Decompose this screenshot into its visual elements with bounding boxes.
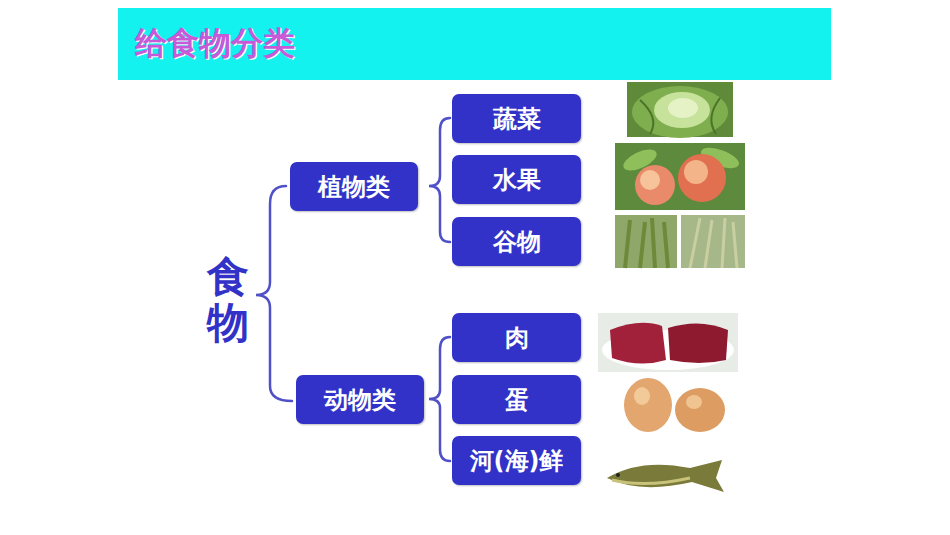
category-box: 动物类 bbox=[296, 375, 424, 424]
cabbage-photo bbox=[627, 82, 733, 138]
box-label: 蔬菜 bbox=[493, 103, 541, 135]
grain-photo bbox=[615, 215, 745, 268]
box-label: 水果 bbox=[493, 164, 541, 196]
subcategory-box: 水果 bbox=[452, 155, 581, 204]
egg-photo bbox=[624, 378, 725, 432]
title-band: 给食物分类 bbox=[118, 8, 831, 80]
category-box: 植物类 bbox=[290, 162, 418, 211]
subcategory-box: 河(海)鲜 bbox=[452, 436, 581, 485]
box-label: 动物类 bbox=[324, 384, 396, 416]
subcategory-box: 蛋 bbox=[452, 375, 581, 424]
box-label: 河(海)鲜 bbox=[470, 445, 564, 477]
subcategory-box: 蔬菜 bbox=[452, 94, 581, 143]
slide-title: 给食物分类 bbox=[135, 22, 295, 66]
subcategory-box: 肉 bbox=[452, 313, 581, 362]
bracket bbox=[256, 118, 450, 461]
subcategory-box: 谷物 bbox=[452, 217, 581, 266]
box-label: 肉 bbox=[505, 322, 529, 354]
box-label: 谷物 bbox=[493, 226, 541, 258]
peach-photo bbox=[615, 143, 745, 210]
box-label: 蛋 bbox=[505, 384, 529, 416]
root-label: 食物 bbox=[207, 254, 249, 346]
meat-photo bbox=[598, 313, 738, 372]
fish-photo bbox=[607, 460, 724, 492]
box-label: 植物类 bbox=[318, 171, 390, 203]
